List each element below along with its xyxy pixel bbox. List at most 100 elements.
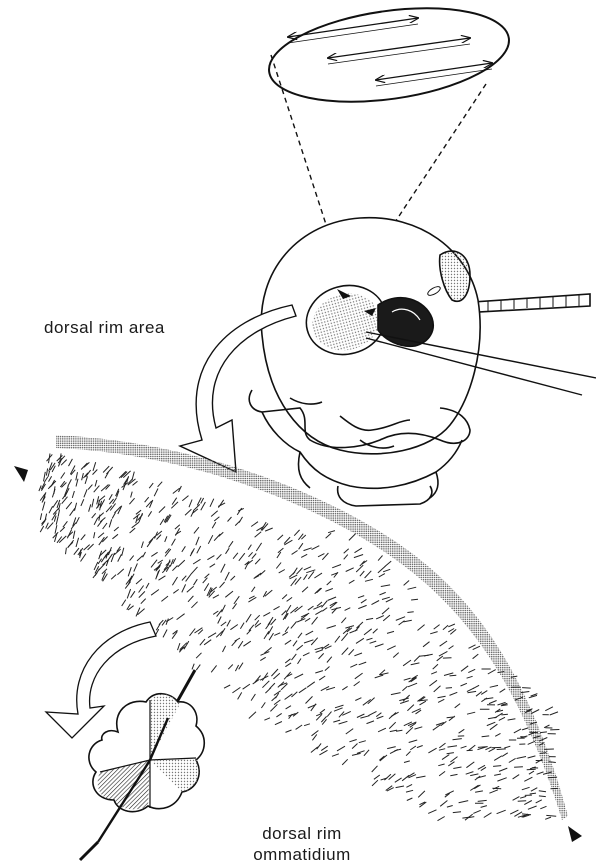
orientation-dash: [260, 570, 266, 575]
orientation-dash: [291, 622, 297, 629]
orientation-dash: [303, 653, 310, 656]
orientation-dash: [81, 463, 87, 470]
orientation-dash: [467, 712, 475, 714]
orientation-dash: [448, 762, 454, 766]
orientation-dash: [193, 559, 200, 564]
orientation-dash: [304, 724, 310, 726]
orientation-dash: [232, 640, 237, 646]
orientation-dash: [467, 688, 474, 692]
orientation-dash: [389, 774, 396, 780]
orientation-dash: [450, 675, 457, 676]
orientation-dash: [93, 462, 96, 471]
orientation-dash: [344, 555, 348, 560]
orientation-dash: [49, 476, 52, 481]
orientation-dash: [141, 599, 146, 604]
orientation-dash: [119, 471, 126, 478]
orientation-dash: [372, 601, 380, 605]
orientation-dash: [410, 746, 416, 750]
orientation-dash: [295, 577, 301, 585]
orientation-dash: [493, 766, 501, 767]
orientation-dash: [487, 722, 496, 725]
orientation-dash: [308, 704, 317, 708]
orientation-dash: [346, 729, 353, 734]
orientation-dash: [550, 712, 558, 715]
orientation-dash: [282, 595, 287, 600]
orientation-dash: [473, 654, 479, 659]
orientation-dash: [546, 815, 556, 816]
orientation-dash: [173, 558, 176, 564]
orientation-dash: [59, 503, 61, 510]
orientation-dash: [156, 570, 159, 578]
orientation-dash: [429, 680, 437, 686]
orientation-dash: [306, 631, 314, 635]
orientation-dash: [476, 692, 482, 697]
orientation-dash: [130, 556, 134, 561]
orientation-dash: [147, 539, 153, 547]
orientation-dash: [226, 548, 230, 554]
orientation-dash: [314, 573, 322, 578]
orientation-dash: [136, 510, 141, 514]
orientation-dash: [86, 470, 91, 477]
orientation-dash: [217, 609, 223, 616]
orientation-dash: [190, 629, 196, 636]
orientation-dash: [182, 576, 186, 581]
orientation-dash: [186, 574, 192, 582]
orientation-dash: [196, 665, 200, 671]
orientation-dash: [243, 684, 250, 689]
orientation-dash: [344, 549, 349, 554]
orientation-dash: [434, 686, 441, 692]
orientation-dash: [238, 641, 243, 648]
orientation-dash: [292, 654, 297, 660]
orientation-dash: [438, 696, 446, 698]
orientation-dash: [522, 688, 531, 689]
orientation-dash: [195, 628, 203, 633]
orientation-dash: [298, 659, 302, 664]
orientation-dash: [482, 736, 490, 737]
orientation-dash: [66, 502, 72, 509]
orientation-dash: [406, 784, 412, 787]
orientation-dash: [332, 565, 341, 568]
orientation-dash: [145, 497, 149, 502]
orientation-dash: [159, 576, 166, 580]
orientation-dash: [467, 676, 473, 678]
orientation-dash: [208, 535, 213, 544]
orientation-dash: [536, 800, 542, 803]
orientation-dash: [112, 513, 115, 519]
orientation-dash: [277, 552, 281, 558]
orientation-dash: [117, 569, 123, 575]
orientation-dash: [308, 606, 314, 610]
orientation-dash: [133, 481, 138, 485]
orientation-dash: [255, 532, 262, 537]
orientation-dash: [228, 665, 233, 670]
orientation-dash: [166, 618, 173, 622]
orientation-dash: [438, 699, 444, 702]
orientation-dash: [407, 798, 413, 801]
orientation-dash: [230, 625, 237, 630]
orientation-dash: [439, 743, 445, 748]
orientation-dash: [251, 694, 255, 701]
orientation-dash: [334, 708, 343, 711]
orientation-dash: [387, 747, 396, 749]
orientation-dash: [182, 546, 186, 552]
orientation-dash: [495, 733, 500, 736]
orientation-dash: [497, 810, 506, 814]
orientation-dash: [355, 698, 361, 701]
polarization-ellipse: [263, 0, 515, 115]
orientation-dash: [285, 663, 291, 667]
orientation-dash: [151, 552, 157, 556]
orientation-dash: [499, 717, 505, 720]
orientation-dash: [269, 633, 273, 640]
orientation-dash: [61, 473, 65, 479]
orientation-dash: [360, 571, 364, 576]
orientation-dash: [345, 608, 351, 611]
orientation-dash: [375, 644, 384, 647]
orientation-dash: [305, 618, 310, 621]
orientation-dash: [322, 608, 327, 612]
orientation-dash: [389, 713, 396, 719]
orientation-dash: [304, 574, 308, 579]
orientation-dash: [370, 641, 377, 643]
orientation-dash: [524, 777, 532, 781]
orientation-dash: [337, 746, 345, 751]
orientation-dash: [518, 801, 527, 802]
orientation-dash: [423, 642, 430, 647]
